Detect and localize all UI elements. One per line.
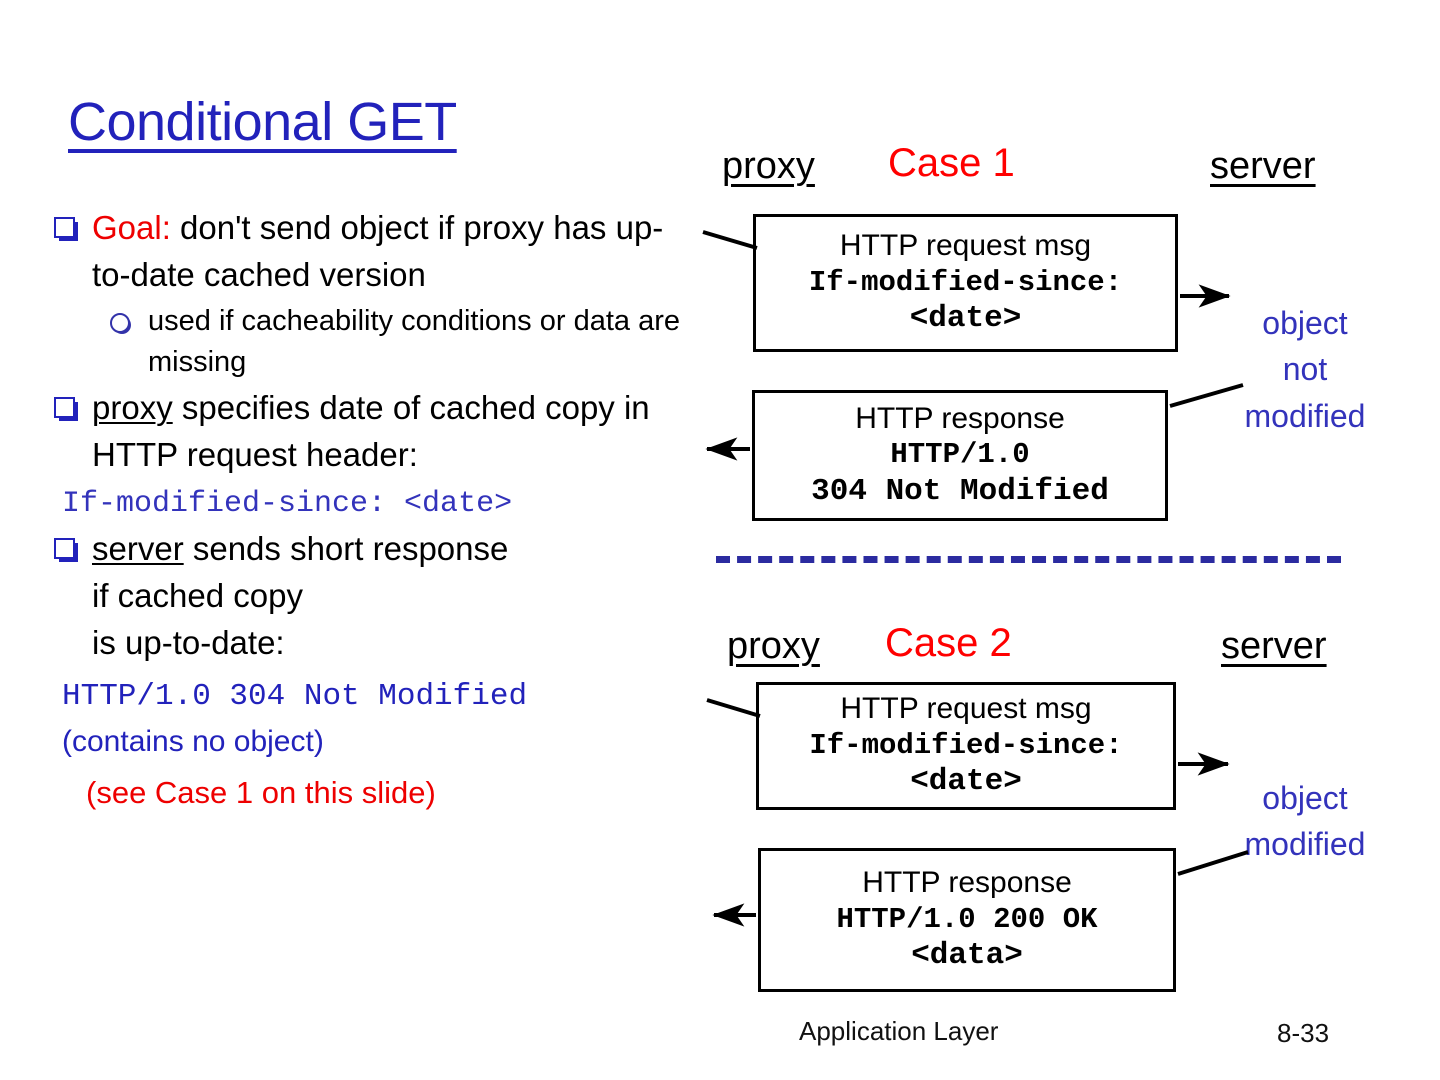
case1-response-line3: 304 Not Modified xyxy=(811,473,1109,509)
sub-bullet-text: used if cacheability conditions or data … xyxy=(148,304,680,378)
bullet-server-line3: is up-to-date: xyxy=(92,623,285,661)
case1-server-label: server xyxy=(1210,145,1316,187)
bullet-server-line2: if cached copy xyxy=(92,576,303,614)
case2-side-note-line2: modified xyxy=(1244,826,1366,863)
case2-response-line2: HTTP/1.0 200 OK xyxy=(836,902,1098,936)
bullet-server-body: sends short response xyxy=(183,529,509,567)
case-divider xyxy=(716,556,1341,563)
case1-request-line3: <date> xyxy=(909,301,1022,337)
bullet-proxy-keyword: proxy xyxy=(92,389,173,427)
bullet-server-keyword: server xyxy=(92,529,184,567)
case2-response-line3: <data> xyxy=(911,938,1023,974)
case2-side-note-line1: object xyxy=(1262,780,1348,816)
square-bullet-icon xyxy=(54,397,75,419)
case1-case-label: Case 1 xyxy=(888,141,1015,185)
bullet-server-sends: server sends short response if cached cop… xyxy=(48,526,698,667)
case1-side-note: object not modified xyxy=(1222,300,1388,439)
case2-request-line2: If-modified-since: xyxy=(809,728,1123,762)
bullet-goal: Goal: don't send object if proxy has up-… xyxy=(48,205,698,299)
square-bullet-icon xyxy=(54,217,75,238)
case1-proxy-leader-line xyxy=(702,230,758,250)
left-content-column: Goal: don't send object if proxy has up-… xyxy=(48,205,698,813)
case1-proxy-label: proxy xyxy=(722,145,815,187)
bullet-goal-lead: Goal: xyxy=(92,209,171,246)
case1-request-line1: HTTP request msg xyxy=(839,229,1092,263)
case2-request-line3: <date> xyxy=(910,764,1022,800)
bullet-server-text: server sends short response if cached cop… xyxy=(92,526,698,667)
case1-side-note-line2: not xyxy=(1282,351,1328,388)
case1-request-box: HTTP request msg If-modified-since: <dat… xyxy=(753,214,1178,352)
bullet-proxy-body: specifies date of cached copy in HTTP re… xyxy=(92,389,650,473)
case2-response-line1: HTTP response xyxy=(862,866,1072,900)
response-status-code: HTTP/1.0 304 Not Modified xyxy=(62,679,528,715)
bullet-proxy-specifies: proxy specifies date of cached copy in H… xyxy=(48,385,698,479)
footer-title: Application Layer xyxy=(799,1016,999,1046)
case2-side-note: object modified xyxy=(1222,775,1388,868)
bullet-goal-text: Goal: don't send object if proxy has up-… xyxy=(92,205,698,299)
case2-request-line1: HTTP request msg xyxy=(840,692,1092,726)
page-title: Conditional GET xyxy=(68,92,457,152)
square-bullet-icon xyxy=(54,537,75,559)
case1-request-line2: If-modified-since: xyxy=(808,265,1123,299)
circle-bullet-icon xyxy=(110,312,130,333)
response-note: (contains no object) xyxy=(62,725,324,759)
bullet-goal-body: don't send object if proxy has up-to-dat… xyxy=(92,209,664,293)
sub-bullet-cacheability: used if cacheability conditions or data … xyxy=(48,301,698,383)
case1-response-line2: HTTP/1.0 xyxy=(890,438,1030,472)
bullet-proxy-text: proxy specifies date of cached copy in H… xyxy=(92,385,698,479)
case2-proxy-label: proxy xyxy=(727,625,820,667)
case2-response-box: HTTP response HTTP/1.0 200 OK <data> xyxy=(758,848,1176,992)
case2-server-label: server xyxy=(1221,625,1327,667)
case1-response-box: HTTP response HTTP/1.0 304 Not Modified xyxy=(752,390,1168,521)
case2-proxy-leader-line xyxy=(706,698,761,718)
case1-response-line1: HTTP response xyxy=(855,401,1065,435)
see-case-note: (see Case 1 on this slide) xyxy=(86,774,436,810)
case2-request-box: HTTP request msg If-modified-since: <dat… xyxy=(756,682,1176,810)
if-modified-since-code: If-modified-since: <date> xyxy=(62,486,513,521)
case1-side-note-line3: modified xyxy=(1244,397,1366,434)
footer-page-number: 8-33 xyxy=(1277,1018,1330,1048)
case1-side-note-line1: object xyxy=(1262,305,1348,341)
case2-case-label: Case 2 xyxy=(885,621,1012,665)
